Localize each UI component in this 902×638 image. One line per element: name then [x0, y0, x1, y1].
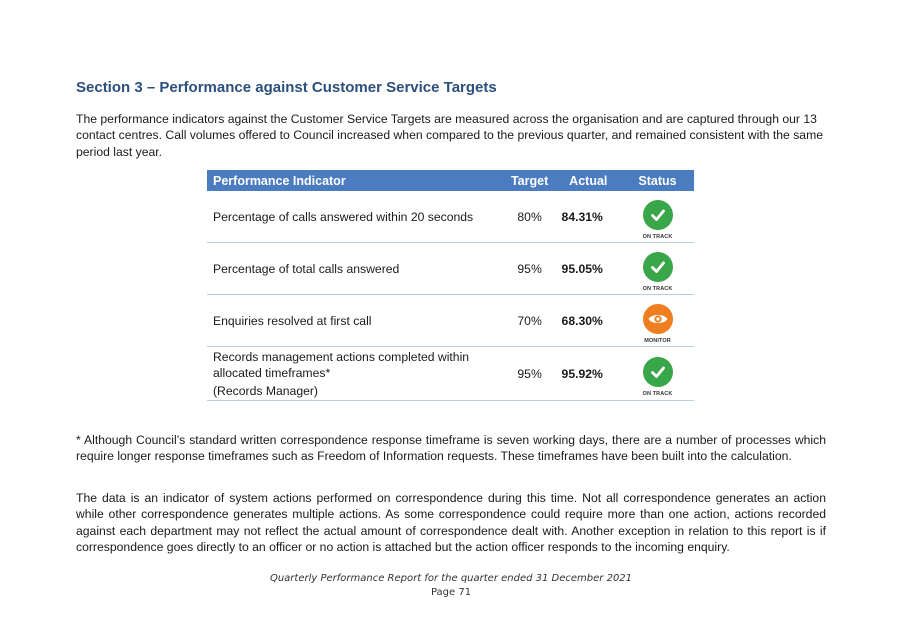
indicator-cell: Percentage of total calls answered: [207, 242, 504, 295]
actual-cell: 95.05%: [555, 242, 621, 295]
page-number: Page 71: [430, 587, 472, 598]
status-label: ON TRACK: [642, 285, 673, 292]
status-cell: ON TRACK: [621, 242, 694, 295]
status-badge: ON TRACK: [627, 356, 688, 397]
indicator-note: (Records Manager): [213, 383, 318, 398]
target-cell: 70%: [503, 294, 556, 347]
status-badge: ON TRACK: [627, 251, 688, 292]
eye-icon: [642, 303, 673, 334]
status-label: MONITOR: [644, 337, 671, 344]
check-icon: [642, 199, 673, 230]
performance-table: Performance Indicator Target Actual Stat…: [207, 170, 694, 401]
intro-paragraph: The performance indicators against the C…: [76, 112, 824, 159]
indicator-cell: Percentage of calls answered within 20 s…: [207, 191, 504, 243]
actual-cell: 84.31%: [555, 191, 621, 243]
status-badge: MONITOR: [627, 303, 688, 344]
indicator-label: Percentage of calls answered within 20 s…: [213, 209, 474, 224]
footnote-paragraph: * Although Council’s standard written co…: [76, 433, 826, 464]
status-badge: ON TRACK: [627, 199, 688, 240]
indicator-label: Records management actions completed wit…: [213, 349, 470, 380]
status-cell: ON TRACK: [621, 191, 694, 243]
status-label: ON TRACK: [642, 390, 673, 397]
header-actual: Actual: [555, 170, 621, 191]
status-label: ON TRACK: [642, 233, 673, 240]
footer-title: Quarterly Performance Report for the qua…: [269, 573, 633, 584]
status-cell: ON TRACK: [621, 346, 694, 401]
status-cell: MONITOR: [621, 294, 694, 347]
target-cell: 95%: [503, 242, 556, 295]
table-row: Percentage of calls answered within 20 s…: [207, 191, 694, 243]
table-row: Records management actions completed wit…: [207, 346, 694, 401]
target-cell: 80%: [503, 191, 556, 243]
table-header-row: Performance Indicator Target Actual Stat…: [207, 170, 694, 191]
actual-cell: 68.30%: [555, 294, 621, 347]
table-row: Percentage of total calls answered 95% 9…: [207, 242, 694, 295]
check-icon: [642, 251, 673, 282]
header-status: Status: [621, 170, 694, 191]
header-indicator: Performance Indicator: [207, 170, 504, 191]
table-row: Enquiries resolved at first call 70% 68.…: [207, 294, 694, 347]
indicator-cell: Enquiries resolved at first call: [207, 294, 504, 347]
section-title: Section 3 – Performance against Customer…: [76, 79, 497, 96]
target-cell: 95%: [503, 346, 556, 401]
indicator-cell: Records management actions completed wit…: [207, 346, 504, 401]
indicator-label: Percentage of total calls answered: [213, 261, 400, 276]
indicator-label: Enquiries resolved at first call: [213, 313, 372, 328]
check-icon: [642, 356, 673, 387]
actual-cell: 95.92%: [555, 346, 621, 401]
header-target: Target: [503, 170, 556, 191]
note-paragraph: The data is an indicator of system actio…: [76, 491, 826, 555]
